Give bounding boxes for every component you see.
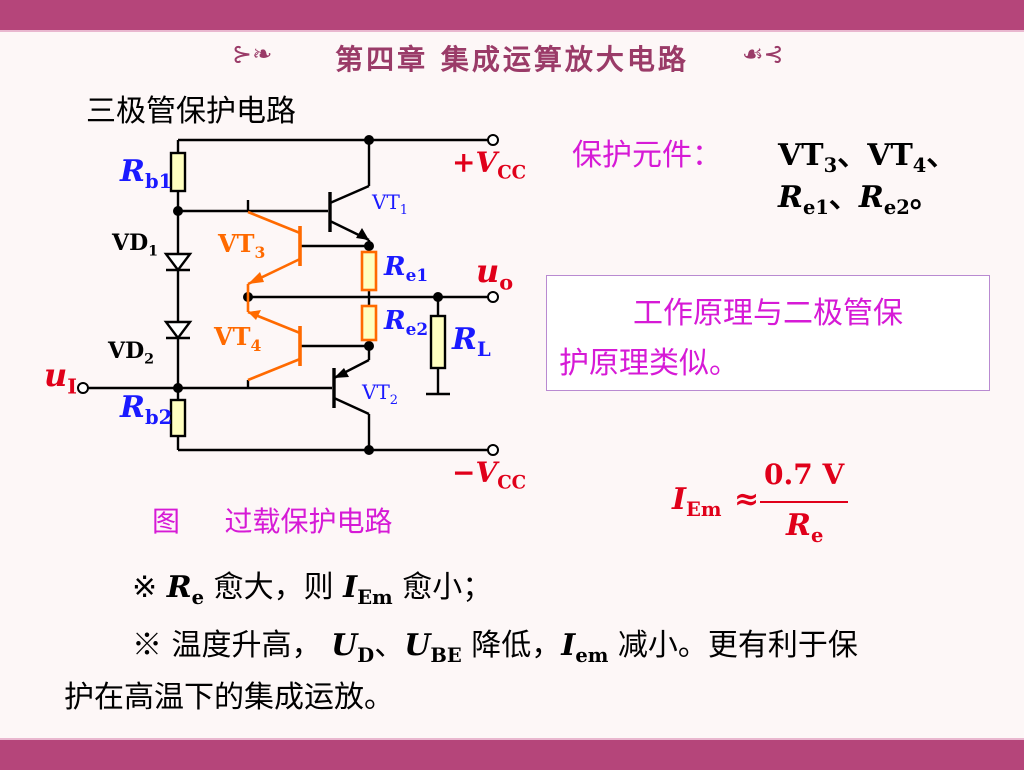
circuit-wires	[86, 138, 488, 452]
label-rb1: Rb1	[120, 154, 173, 193]
terminals	[77, 134, 499, 456]
junction-dots	[173, 135, 443, 455]
note-1: ※ Re 愈大，则 IEm 愈小；	[132, 570, 493, 609]
rb2-resistor	[169, 398, 187, 438]
vt3-emitter-arrow	[248, 272, 264, 284]
label-ui: uI	[44, 356, 77, 399]
ornament-right-icon: ☙⊰	[742, 40, 784, 68]
label-vcc-neg: −VCC	[452, 456, 527, 494]
label-re2: Re2	[384, 306, 429, 340]
principle-line1: 工作原理与二极管保	[633, 296, 903, 331]
protect-label: 保护元件：	[572, 138, 722, 173]
chapter-title: 第四章 集成运算放大电路	[335, 43, 689, 76]
label-vt1: VT1	[372, 190, 409, 218]
label-vcc-pos: +VCC	[452, 146, 527, 184]
note-2: ※ 温度升高， UD、UBE 降低，Iem 减小。更有利于保	[132, 628, 858, 667]
diodes	[163, 252, 193, 340]
label-re1: Re1	[384, 252, 429, 286]
rl-resistor	[429, 314, 447, 370]
principle-box: 工作原理与二极管保 护原理类似。	[546, 275, 990, 391]
label-rl: RL	[452, 322, 491, 361]
label-vd2: VD2	[108, 338, 155, 368]
bottom-band	[0, 738, 1024, 770]
re1-resistor	[360, 250, 378, 292]
principle-line2: 护原理类似。	[559, 346, 739, 381]
top-band	[0, 0, 1024, 32]
vt4-emitter-arrow	[248, 310, 261, 320]
formula-lhs: IEm	[672, 482, 722, 521]
vt2-emitter-arrow	[334, 368, 349, 378]
vt1-emitter-arrow	[356, 228, 369, 240]
fraction-bar	[760, 501, 848, 503]
figure-caption: 图 过载保护电路	[152, 505, 393, 538]
label-vt4: VT4	[214, 322, 262, 355]
label-rb2: Rb2	[120, 390, 173, 429]
circuit-title: 三极管保护电路	[86, 94, 296, 129]
protection-transistors	[246, 210, 302, 382]
formula-numerator: 0.7 V	[764, 458, 845, 491]
re2-resistor	[360, 304, 378, 342]
formula-approx: ≈	[734, 482, 760, 517]
vd1-diode	[163, 252, 193, 272]
rb1-resistor	[169, 151, 187, 193]
emitter-resistors	[360, 250, 378, 342]
protect-elements-line2: Re1、Re2。	[778, 180, 940, 219]
resistors	[169, 151, 447, 438]
label-vd1: VD1	[112, 230, 159, 260]
label-vt2: VT2	[362, 380, 399, 408]
note-3: 护在高温下的集成运放。	[64, 680, 394, 715]
label-uo: uo	[476, 252, 514, 295]
ornament-left-icon: ⊱❧	[232, 40, 273, 68]
vd2-diode	[163, 320, 193, 340]
protect-elements-line1: VT3、VT4、	[778, 138, 957, 177]
label-vt3: VT3	[218, 229, 266, 262]
formula-denominator: Re	[786, 508, 824, 547]
